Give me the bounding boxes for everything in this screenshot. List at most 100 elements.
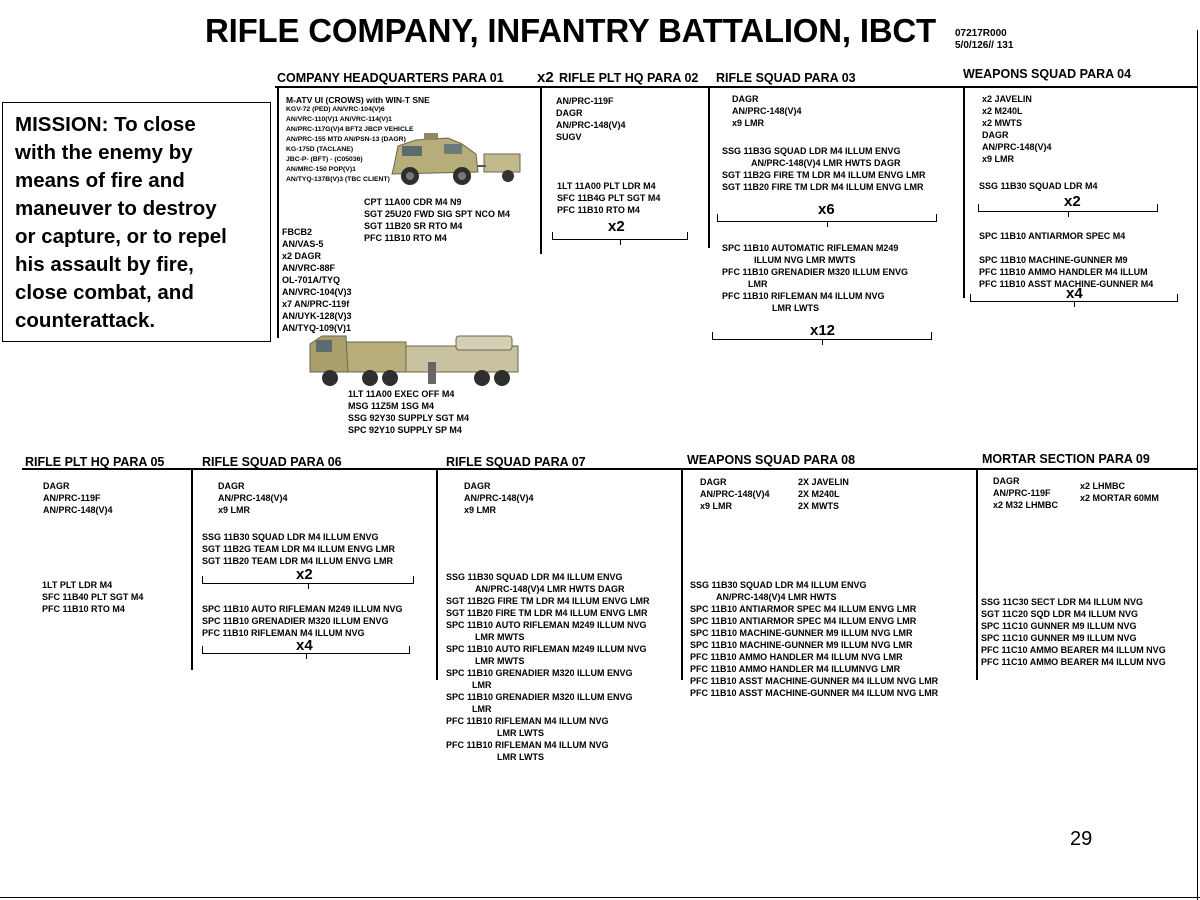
equipment-line: JBC-P- (BFT) - (C05036) [286,156,363,163]
equipment-line: x9 LMR [700,501,733,511]
rifle-sq-06-equipment: DAGR AN/PRC-148(V)4 x9 LMR [218,480,288,516]
equipment-line: x9 LMR [732,118,765,128]
page-number: 29 [1070,828,1093,850]
rifle-sq-top-equipment: DAGR AN/PRC-148(V)4 x9 LMR [732,93,802,129]
wpn-sq-top-vertical-rule [963,88,965,298]
mission-line: means of fire and [15,169,185,192]
top-row-rule [275,86,1197,88]
rifle-sq-top-members-bracket [712,332,932,345]
hq-title: COMPANY HEADQUARTERS PARA 01 [277,71,504,85]
rifle-sq-06-leaders: SSG 11B30 SQUAD LDR M4 ILLUM ENVG SGT 11… [202,531,395,567]
wpn-sq-top-gunners: SPC 11B10 MACHINE-GUNNER M9 PFC 11B10 AM… [979,254,1153,290]
cargo-truck-image [309,335,519,386]
equipment-line: AN/PRC-119F [993,488,1051,498]
personnel-line: LMR LWTS [497,728,544,738]
wpn-sq-top-title: WEAPONS SQUAD PARA 04 [963,67,1132,81]
equipment-line: AN/PRC-119F [556,96,614,106]
personnel-line: AN/PRC-148(V)4 LMR HWTS DAGR [475,584,625,594]
personnel-line: PFC 11B10 RTO M4 [42,604,125,614]
mortar-09-personnel: SSG 11C30 SECT LDR M4 ILLUM NVG SGT 11C2… [981,596,1166,668]
equipment-line: AN/VAS-5 [282,239,324,249]
mission-line: MISSION: To close [15,113,196,136]
rifle-sq-top-members-multiplier: x12 [810,322,836,339]
plt-hq-bot-personnel: 1LT PLT LDR M4 SFC 11B40 PLT SGT M4 PFC … [42,579,143,615]
personnel-line: SSG 11B3G SQUAD LDR M4 ILLUM ENVG [722,146,901,156]
plt-hq-top-vertical-rule [540,88,542,254]
equipment-line: AN/PRC-148(V)4 [982,142,1052,152]
equipment-line: AN/UYK-128(V)3 [282,311,352,321]
personnel-line: SGT 11B20 FIRE TM LDR M4 ILLUM ENVG LMR [722,182,924,192]
personnel-line: PFC 11C10 AMMO BEARER M4 ILLUM NVG [981,657,1166,667]
personnel-line: PFC 11B10 AMMO HANDLER M4 ILLUM [979,267,1148,277]
plt-hq-top-multiplier: x2 [608,218,625,235]
equipment-line: AN/VRC-88F [282,263,336,273]
personnel-line: PFC 11B10 ASST MACHINE-GUNNER M4 ILLUM N… [690,688,939,698]
wpn-sq-top-leader-bracket [978,204,1158,217]
personnel-line: SGT 11B20 TEAM LDR M4 ILLUM ENVG LMR [202,556,394,566]
wpn-sq-top-leader-multiplier: x2 [1064,193,1081,210]
personnel-line: PFC 11B10 GRENADIER M320 ILLUM ENVG [722,267,909,277]
mortar-09-vertical-rule [976,470,978,680]
personnel-line: SGT 11B20 SR RTO M4 [364,221,463,231]
personnel-line: SPC 11B10 ANTIARMOR SPEC M4 [979,231,1126,241]
personnel-line: PFC 11C10 AMMO BEARER M4 ILLUM NVG [981,645,1166,655]
personnel-line: SPC 11B10 MACHINE-GUNNER M9 ILLUM NVG LM… [690,628,913,638]
personnel-line: SPC 11B10 GRENADIER M320 ILLUM ENVG [446,692,633,702]
equipment-line: AN/PRC-148(V)4 [700,489,770,499]
personnel-line: SGT 11C20 SQD LDR M4 ILLUM NVG [981,609,1139,619]
personnel-line: SSG 11C30 SECT LDR M4 ILLUM NVG [981,597,1144,607]
equipment-line: FBCB2 [282,227,313,237]
equipment-line: AN/PRC-155 MTD AN/PSN-13 (DAGR) [286,136,406,143]
personnel-line: PFC 11B10 AMMO HANDLER M4 ILLUM NVG LMR [690,652,903,662]
frame-bottom-edge [0,897,1200,898]
equipment-line: DAGR [43,481,70,491]
personnel-line: SSG 11B30 SQUAD LDR M4 ILLUM ENVG [690,580,867,590]
wpn-sq-top-leader: SSG 11B30 SQUAD LDR M4 [979,180,1098,192]
mission-line: with the enemy by [15,141,193,164]
rifle-sq-06-members-multiplier: x4 [296,637,313,654]
personnel-line: SPC 11C10 GUNNER M9 ILLUM NVG [981,633,1137,643]
equipment-line: 2X M240L [798,489,840,499]
equipment-line: M-ATV UI (CROWS) with WIN-T SNE [286,95,430,105]
personnel-line: SPC 11B10 MACHINE-GUNNER M9 ILLUM NVG LM… [690,640,913,650]
personnel-line: SPC 11B10 GRENADIER M320 ILLUM ENVG [446,668,633,678]
rifle-sq-top-team-leaders: SSG 11B3G SQUAD LDR M4 ILLUM ENVG AN/PRC… [722,145,926,193]
mission-line: or capture, or to repel [15,225,227,248]
equipment-line: AN/TYQ-137B(V)3 (TBC CLIENT) [286,176,390,183]
personnel-line: SGT 11B2G TEAM LDR M4 ILLUM ENVG LMR [202,544,396,554]
personnel-line: SGT 11B20 FIRE TM LDR M4 ILLUM ENVG LMR [446,608,648,618]
equipment-line: x2 DAGR [282,251,322,261]
equipment-line: x9 LMR [982,154,1015,164]
equipment-line: x2 JAVELIN [982,94,1032,104]
personnel-line: SFC 11B40 PLT SGT M4 [42,592,144,602]
doc-code-1: 07217R000 [955,28,1007,39]
wpn-sq-08-vertical-rule [681,470,683,680]
equipment-line: AN/PRC-148(V)4 [218,493,288,503]
rifle-sq-07-equipment: DAGR AN/PRC-148(V)4 x9 LMR [464,480,534,516]
personnel-line: SPC 11B10 ANTIARMOR SPEC M4 ILLUM ENVG L… [690,616,917,626]
equipment-line: x2 M32 LHMBC [993,500,1059,510]
personnel-line: LMR LWTS [772,303,819,313]
rifle-sq-07-title: RIFLE SQUAD PARA 07 [446,455,586,469]
equipment-line: x2 M240L [982,106,1023,116]
personnel-line: PFC 11B10 RIFLEMAN M4 ILLUM NVG [446,716,609,726]
equipment-line: 2X MWTS [798,501,840,511]
personnel-line: PFC 11B10 RTO M4 [364,233,447,243]
plt-hq-top-personnel: 1LT 11A00 PLT LDR M4 SFC 11B4G PLT SGT M… [557,180,660,216]
personnel-line: ILLUM NVG LMR MWTS [754,255,856,265]
personnel-line: LMR MWTS [475,632,525,642]
personnel-line: SPC 11B10 MACHINE-GUNNER M9 [979,255,1128,265]
equipment-line: DAGR [218,481,245,491]
personnel-line: MSG 11Z5M 1SG M4 [348,401,435,411]
bottom-row-rule [22,468,1197,470]
personnel-line: SPC 11B10 AUTOMATIC RIFLEMAN M249 [722,243,899,253]
rifle-sq-06-title: RIFLE SQUAD PARA 06 [202,455,342,469]
rifle-sq-06-vertical-rule [191,470,193,670]
plt-hq-top-title: RIFLE PLT HQ PARA 02 [559,71,699,85]
rifle-sq-06-leaders-bracket [202,576,414,589]
plt-hq-top-prefix: x2 [537,69,554,86]
equipment-line: DAGR [556,108,583,118]
personnel-line: SGT 25U20 FWD SIG SPT NCO M4 [364,209,511,219]
rifle-sq-07-personnel: SSG 11B30 SQUAD LDR M4 ILLUM ENVG AN/PRC… [446,571,650,763]
mrap-vehicle-image [391,133,521,185]
